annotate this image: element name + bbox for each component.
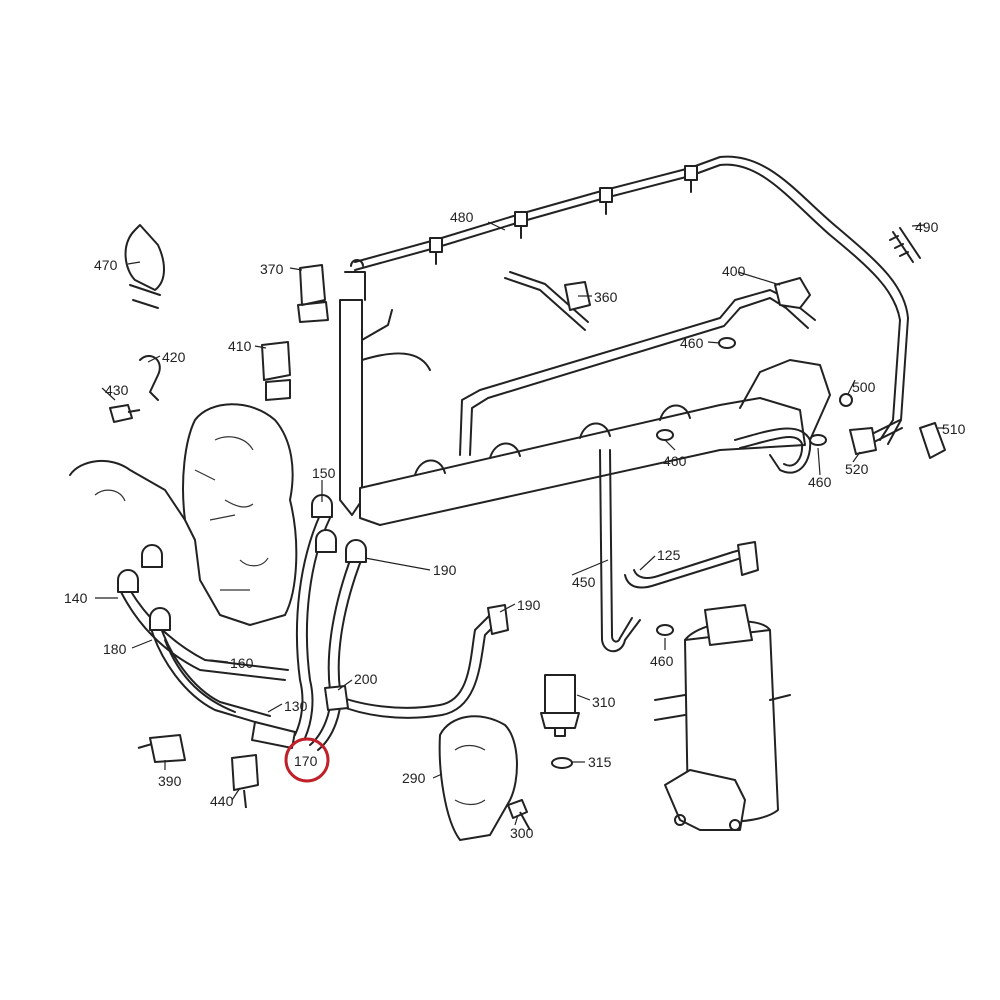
callout-460-c: 460 <box>808 474 832 490</box>
callout-140: 140 <box>64 590 88 606</box>
clamp-390 <box>137 734 186 763</box>
callout-460-b: 460 <box>663 453 687 469</box>
callout-125: 125 <box>657 547 681 563</box>
callout-490: 490 <box>915 219 939 235</box>
callout-510: 510 <box>942 421 966 437</box>
callout-440: 440 <box>210 793 234 809</box>
callout-130: 130 <box>284 698 308 714</box>
pipe-450 <box>599 449 641 653</box>
callout-520: 520 <box>845 461 869 477</box>
callout-420: 420 <box>162 349 186 365</box>
clamp-440 <box>231 754 259 809</box>
pipe-125 <box>624 541 759 589</box>
callout-315: 315 <box>588 754 612 770</box>
callout-190-a: 190 <box>433 562 457 578</box>
callout-400: 400 <box>722 263 746 279</box>
leader-lines <box>95 221 944 826</box>
callout-390: 390 <box>158 773 182 789</box>
callout-470: 470 <box>94 257 118 273</box>
bolt-300 <box>507 799 531 831</box>
hose-clamp-460-a <box>718 337 736 349</box>
clamp-360 <box>564 281 591 311</box>
pressure-sensor <box>540 674 580 737</box>
clip-370 <box>297 264 329 323</box>
pipe-right-loop <box>734 419 903 474</box>
callout-460-a: 460 <box>680 335 704 351</box>
heat-shield <box>438 715 518 841</box>
injector <box>339 259 431 516</box>
clip-470 <box>124 224 165 309</box>
callout-450: 450 <box>572 574 596 590</box>
clip-410 <box>261 341 291 401</box>
sealing-ring-315 <box>551 757 573 769</box>
callout-310: 310 <box>592 694 616 710</box>
hose-clamp-460-c <box>809 434 827 446</box>
callout-190-b: 190 <box>517 597 541 613</box>
callout-430: 430 <box>105 382 129 398</box>
callout-480: 480 <box>450 209 474 225</box>
bolt-510 <box>919 422 946 459</box>
callout-290: 290 <box>402 770 426 786</box>
callout-300: 300 <box>510 825 534 841</box>
callout-160: 160 <box>230 655 254 671</box>
callout-370: 370 <box>260 261 284 277</box>
highlight-circle <box>284 737 330 783</box>
pipe-200 <box>324 604 509 719</box>
bolt-430 <box>109 404 141 423</box>
return-line-480 <box>354 155 909 445</box>
callout-500: 500 <box>852 379 876 395</box>
callout-200: 200 <box>354 671 378 687</box>
hose-clamp-460-d <box>656 624 674 636</box>
fuel-rail <box>359 359 831 526</box>
callout-360: 360 <box>594 289 618 305</box>
engine-block <box>69 403 298 626</box>
clip-500 <box>839 393 853 407</box>
callout-410: 410 <box>228 338 252 354</box>
callout-170: 170 <box>294 753 318 769</box>
callout-150: 150 <box>312 465 336 481</box>
plug-490 <box>889 227 921 263</box>
bracket-420 <box>139 355 161 401</box>
callout-460-d: 460 <box>650 653 674 669</box>
callout-180: 180 <box>103 641 127 657</box>
pipe-400 <box>459 277 816 456</box>
fuel-filter <box>654 604 791 831</box>
hose-bundle <box>117 494 367 751</box>
callout-labels: 480 490 470 370 400 360 410 420 430 460 … <box>64 209 966 841</box>
